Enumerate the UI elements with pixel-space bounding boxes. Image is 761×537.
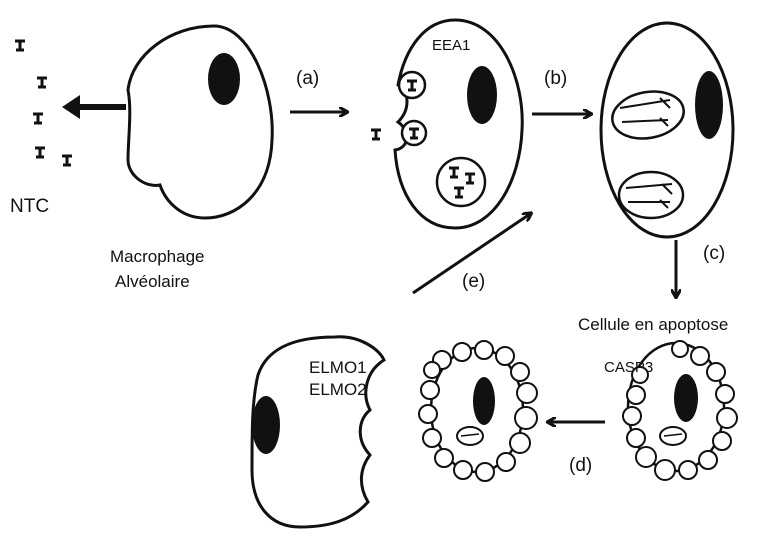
ntc-particles (15, 41, 72, 165)
cell3-nucleus (695, 71, 723, 139)
ntc-particle-entering (371, 130, 381, 139)
ntc-particle (33, 114, 43, 123)
step-d-label: (d) (569, 455, 592, 476)
macrophage-label-line2: Alvéolaire (115, 272, 190, 291)
macrophage-label-line1: Macrophage (110, 247, 205, 266)
ntc-particle (15, 41, 25, 50)
apoptotic-nucleus (473, 377, 495, 425)
late-endosome (437, 158, 485, 206)
macrophage-nucleus (208, 53, 240, 105)
ntc-particle (62, 156, 72, 165)
apoptotic-nucleus (674, 374, 698, 422)
release-arrowhead (62, 95, 80, 119)
apoptotic-cell-label: Cellule en apoptose (578, 315, 728, 334)
apoptotic-lysosome (660, 427, 686, 445)
elmo1-label: ELMO1 (309, 358, 367, 377)
eea1-label: EEA1 (432, 37, 470, 54)
step-b-label: (b) (544, 68, 567, 89)
lysosome (619, 172, 683, 218)
casp3-label: CASP3 (604, 359, 653, 376)
cell2-nucleus (467, 66, 497, 124)
alveolar-macrophage (128, 26, 272, 218)
elmo2-label: ELMO2 (309, 380, 367, 399)
ntc-label: NTC (10, 196, 49, 217)
step-a-label: (a) (296, 68, 319, 89)
engulfing-nucleus (252, 396, 280, 454)
step-c-label: (c) (703, 243, 725, 264)
ntc-particle (35, 148, 45, 157)
apoptotic-body-left (419, 341, 537, 481)
step-e-label: (e) (462, 271, 485, 292)
apoptotic-lysosome (457, 427, 483, 445)
ntc-particle (37, 78, 47, 87)
